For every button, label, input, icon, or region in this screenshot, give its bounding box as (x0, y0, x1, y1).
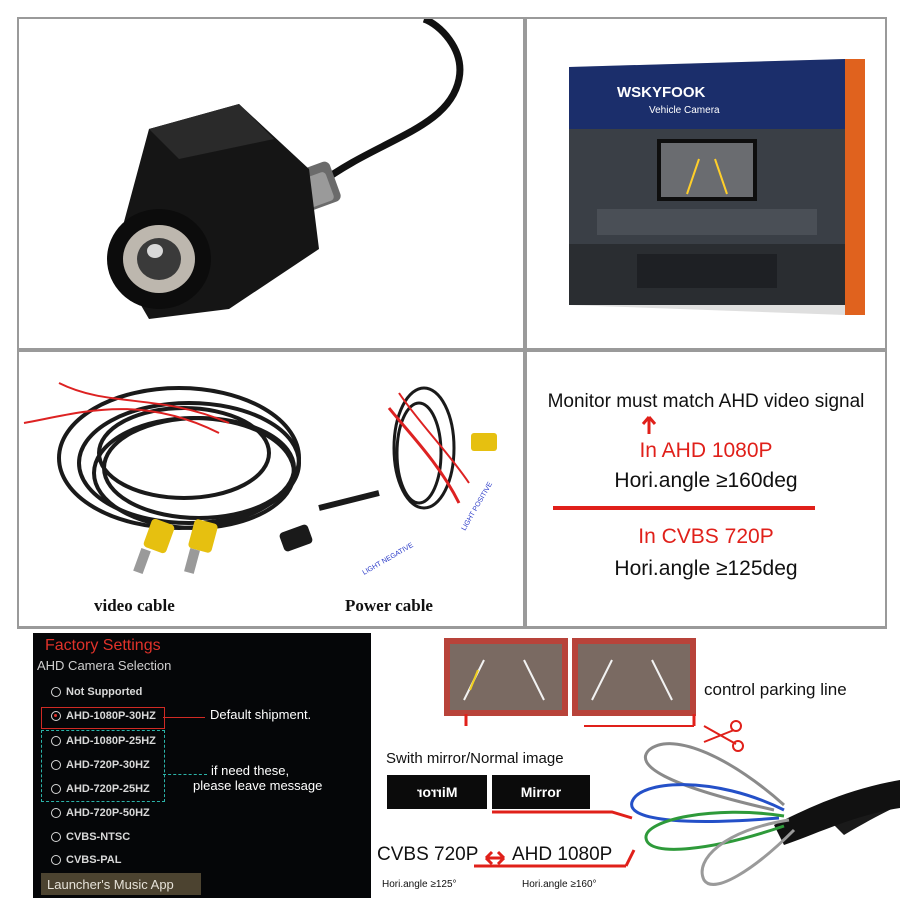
grid-frame (885, 17, 887, 629)
option-cvbs-pal[interactable]: CVBS-PAL (51, 854, 121, 872)
cables-panel: LIGHT NEGATIVE LIGHT POSITIVE video cabl… (19, 353, 523, 626)
mirror-normal-text: Mirror (520, 784, 562, 800)
default-option-highlight (41, 707, 165, 729)
grid-frame (17, 626, 887, 629)
box-brand: WSKYFOOK (617, 84, 705, 101)
radio-icon (51, 760, 61, 770)
mirror-reversed-box: Mirror (387, 775, 487, 809)
light-positive-label: LIGHT POSITIVE (461, 481, 495, 532)
radio-icon (51, 736, 61, 746)
monitor-note: Monitor must match AHD video signal (547, 391, 865, 412)
product-box-illustration: WSKYFOOK Vehicle Camera (569, 59, 865, 315)
control-parking-line-label: control parking line (704, 680, 847, 699)
up-arrow-icon (641, 416, 657, 434)
ahd-angle-label: Hori.angle ≥160deg (614, 469, 798, 492)
option-ahd-720p-25hz[interactable]: AHD-720P-25HZ (51, 783, 150, 801)
spec-panel: Monitor must match AHD video signal In A… (527, 353, 885, 626)
light-negative-label: LIGHT NEGATIVE (362, 542, 415, 577)
radio-icon (51, 784, 61, 794)
cvbs-mode-label: In CVBS 720P (638, 525, 774, 548)
launcher-bar[interactable] (41, 873, 201, 895)
alternate-options-highlight (41, 730, 165, 802)
wiring-illustration (444, 638, 900, 886)
spec-divider (553, 506, 815, 510)
radio-icon (51, 832, 61, 842)
radio-icon (51, 687, 61, 697)
cvbs-angle-label: Hori.angle ≥125deg (614, 557, 798, 580)
cvbs-label: CVBS 720P (377, 844, 479, 865)
option-not-supported[interactable]: Not Supported (51, 686, 142, 704)
launcher-label: Launcher's Music App (47, 877, 174, 892)
need-note-line-1: if need these, (211, 763, 290, 778)
alternate-pointer-line (163, 774, 207, 775)
settings-subtitle: AHD Camera Selection (37, 658, 172, 673)
factory-settings-screen: Factory Settings AHD Camera Selection No… (33, 633, 371, 898)
ahd-angle-note: Hori.angle ≥160° (522, 879, 597, 890)
mirror-reversed-text: Mirror (416, 784, 458, 800)
grid-frame (523, 17, 527, 629)
radio-icon (51, 855, 61, 865)
settings-title: Factory Settings (45, 637, 161, 654)
option-ahd-720p-30hz[interactable]: AHD-720P-30HZ (51, 759, 150, 777)
option-ahd-720p-50hz[interactable]: AHD-720P-50HZ (51, 807, 150, 825)
wiring-panel: control parking line Swith mirror/Normal… (374, 630, 900, 900)
option-cvbs-ntsc[interactable]: CVBS-NTSC (51, 831, 130, 849)
grid-frame (17, 348, 887, 352)
cvbs-angle-note: Hori.angle ≥125° (382, 879, 457, 890)
switch-mirror-label: Swith mirror/Normal image (386, 750, 564, 767)
grid-frame (17, 17, 887, 19)
mirror-normal-box: Mirror (492, 775, 590, 809)
box-product: Vehicle Camera (649, 105, 720, 116)
power-cable-caption: Power cable (345, 596, 433, 615)
video-cable-caption: video cable (94, 596, 175, 615)
need-note-line-2: please leave message (193, 778, 323, 793)
camera-photo-panel (19, 19, 523, 348)
radio-selected-icon (51, 711, 61, 721)
product-box-panel: WSKYFOOK Vehicle Camera (527, 19, 885, 348)
default-pointer-line (163, 717, 205, 718)
ahd-mode-label: In AHD 1080P (639, 439, 773, 462)
option-ahd-1080p-25hz[interactable]: AHD-1080P-25HZ (51, 735, 156, 753)
radio-icon (51, 808, 61, 818)
grid-frame (17, 17, 19, 629)
ahd-label: AHD 1080P (512, 844, 613, 865)
camera-illustration (107, 19, 464, 319)
cables-illustration: LIGHT NEGATIVE LIGHT POSITIVE (23, 382, 497, 577)
default-shipment-note: Default shipment. (210, 707, 312, 722)
option-ahd-1080p-30hz[interactable]: AHD-1080P-30HZ (51, 710, 156, 728)
